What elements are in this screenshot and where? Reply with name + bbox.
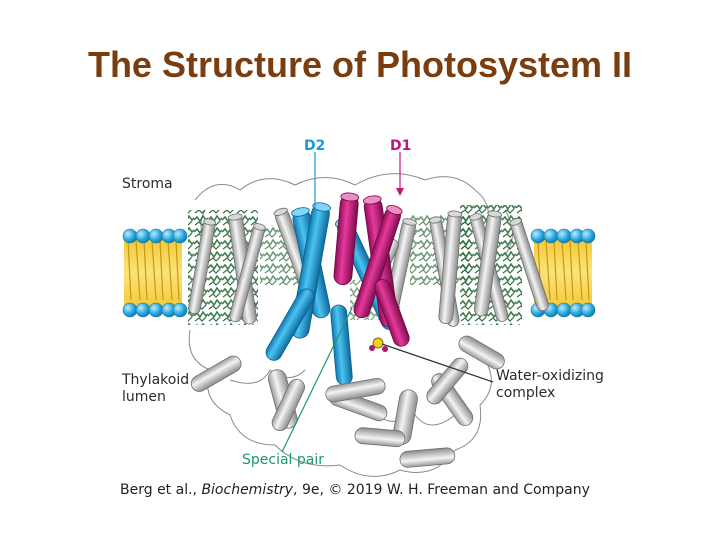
label-pointers [281,152,494,453]
membrane-left [122,228,188,318]
credit-prefix: Berg et al., [120,482,202,498]
d1-helices [333,192,410,347]
water-oxidizing-line2: complex [496,385,556,401]
special-pair-label: Special pair [242,452,325,468]
thylakoid-lumen-label: Thylakoid lumen [122,372,189,406]
page-title: The Structure of Photosystem II [87,44,633,85]
protein-structure-illustration [122,152,596,477]
membrane-right [530,228,596,318]
water-oxidizing-complex-cluster [369,337,388,352]
photosystem-figure: D2 D1 Stroma Thylakoid lumen Water-oxidi… [110,130,610,510]
d1-label: D1 [390,138,412,154]
thylakoid-lumen-line1: Thylakoid [122,372,190,388]
thylakoid-lumen-line2: lumen [122,389,166,405]
figure-credit: Berg et al., Biochemistry, 9e, © 2019 W.… [120,482,590,498]
water-oxidizing-line1: Water-oxidizing [496,368,604,384]
d2-label: D2 [304,138,326,154]
credit-book: Biochemistry [201,482,294,498]
stroma-label: Stroma [122,176,173,192]
water-oxidizing-complex-label: Water-oxidizing complex [496,368,604,402]
lumen-helices [190,335,505,468]
credit-suffix: , 9e, © 2019 W. H. Freeman and Company [293,482,590,498]
